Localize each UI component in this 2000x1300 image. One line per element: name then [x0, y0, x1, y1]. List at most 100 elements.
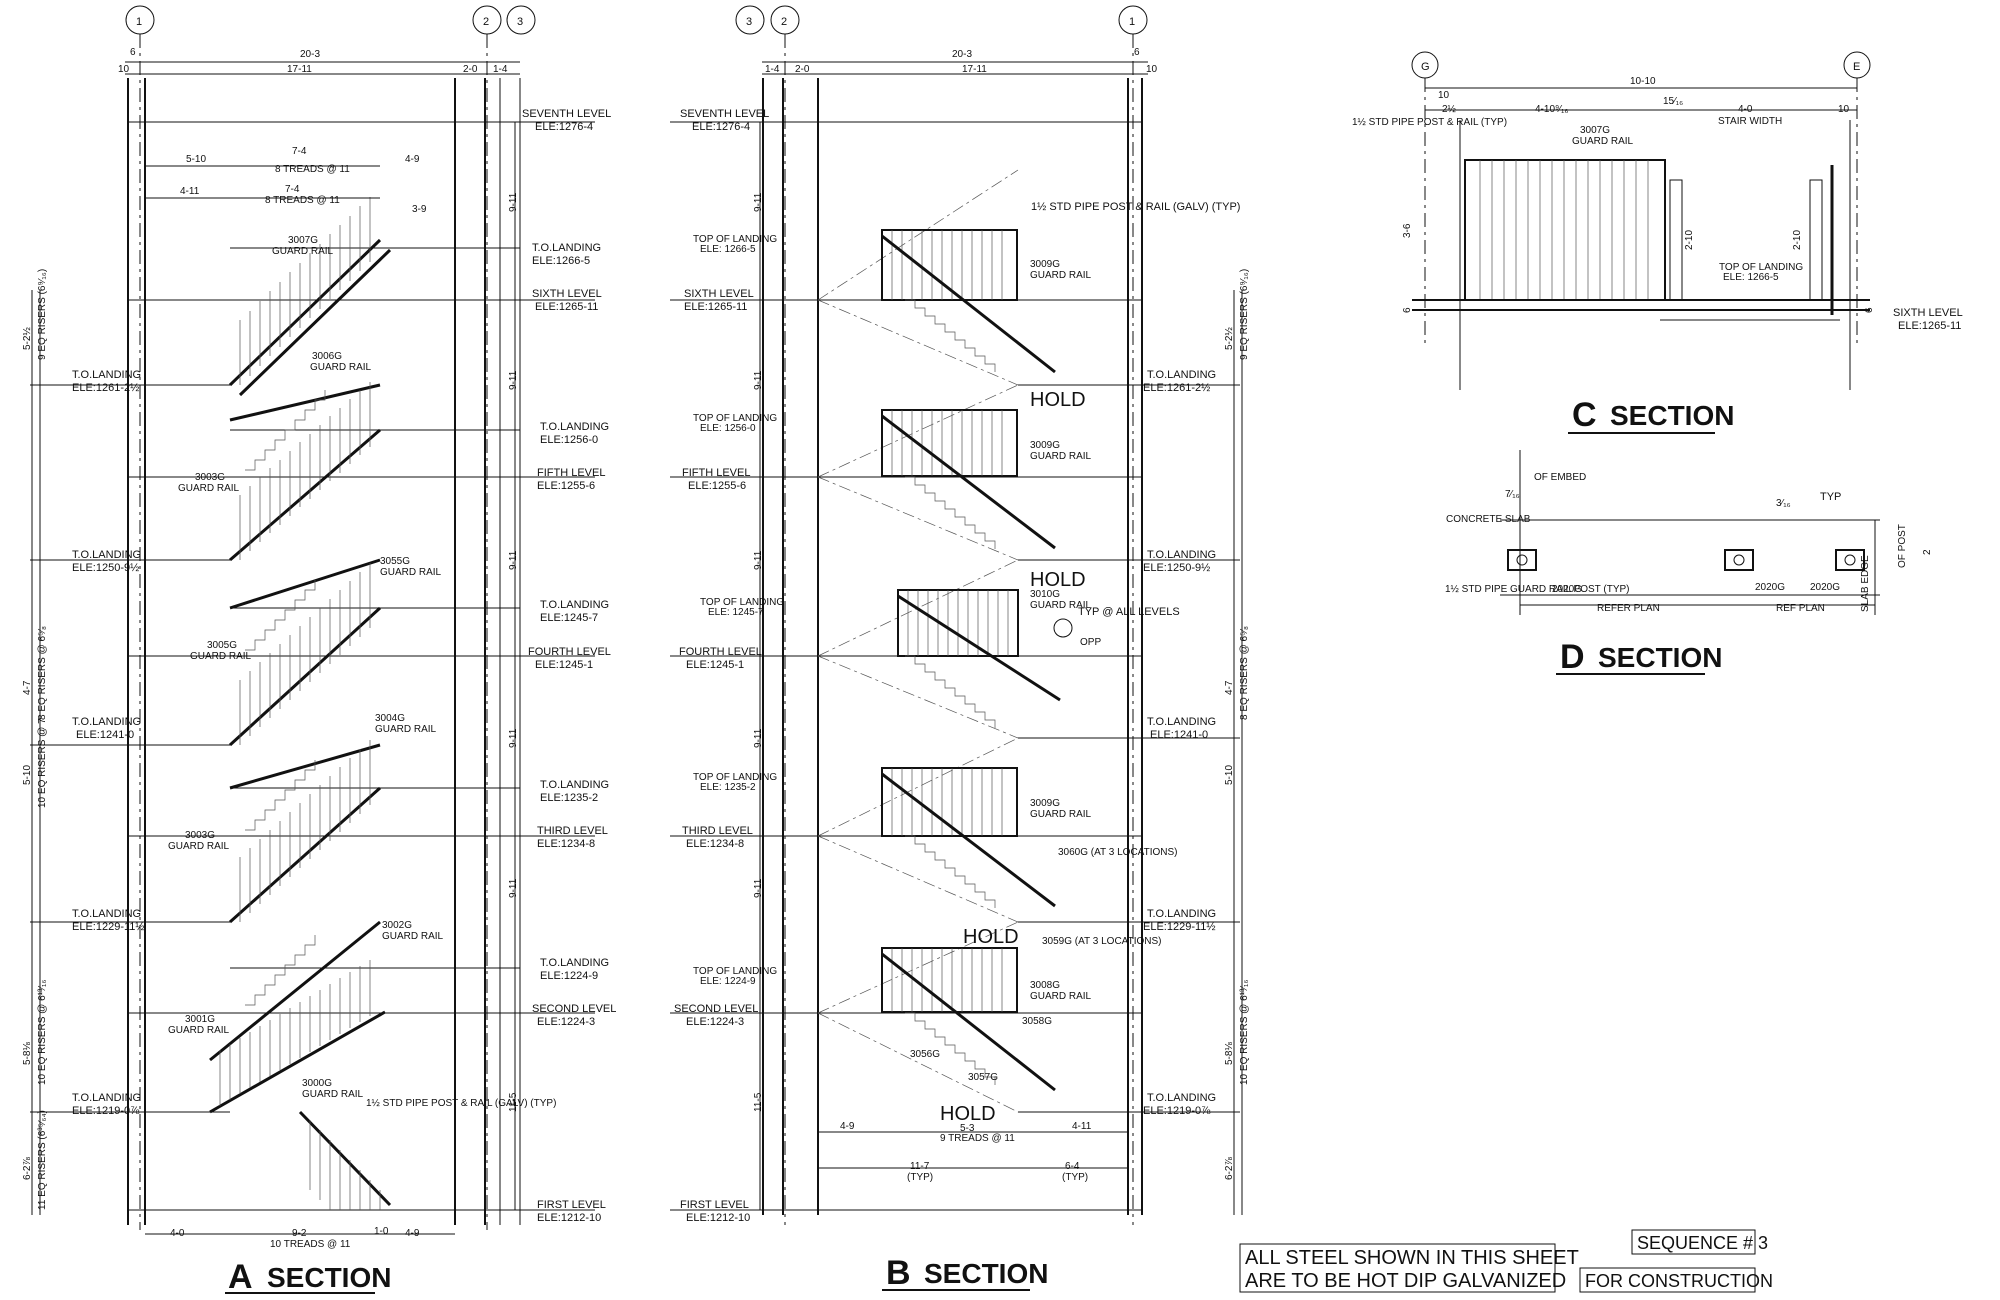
landing-ele: ELE:1261-2½: [1143, 382, 1210, 394]
level-name: SEVENTH LEVEL: [522, 108, 611, 120]
dim: 4-0: [170, 1228, 185, 1239]
rail-tag: 3000G: [302, 1078, 332, 1089]
section-title: SECTION: [924, 1258, 1048, 1289]
rail-tag: 3001G: [185, 1014, 215, 1025]
landing-ele: ELE:1224-9: [540, 970, 598, 982]
dim-vertical: 9-11: [508, 192, 519, 212]
dim-vertical: 11-5: [753, 1092, 764, 1112]
rail-tag: 3006G: [312, 351, 342, 362]
general-note-line: ARE TO BE HOT DIP GALVANIZED: [1245, 1270, 1566, 1292]
dim: 10-10: [1630, 76, 1656, 87]
dim-vertical: 4-7: [1224, 680, 1235, 695]
section-letter: B: [886, 1254, 911, 1292]
dim-vertical: 10 EQ RISERS @ 6¹³⁄₁₆: [37, 980, 48, 1085]
dim: 1-4: [493, 64, 508, 75]
dim-overall: 20-3: [300, 49, 320, 60]
status-label: FOR CONSTRUCTION: [1585, 1271, 1773, 1291]
section-a: 1 2 3 20-3 10 17-11 2-0 1-4 6: [22, 5, 616, 1296]
rail-tag: GUARD RAIL: [382, 931, 444, 942]
pipe-note: 1½ STD PIPE POST & RAIL (GALV) (TYP): [1031, 201, 1240, 213]
top-of-landing: ELE: 1266-5: [1723, 272, 1779, 283]
grid-bubble-label: 2: [483, 16, 489, 28]
sequence-stamp: SEQUENCE # 3: [1631, 1229, 1768, 1255]
level-ele: ELE:1255-6: [537, 480, 595, 492]
top-of-landing: TOP OF LANDING: [693, 772, 777, 783]
landing-name: T.O.LANDING: [72, 369, 141, 381]
dim-vertical: 6: [1402, 307, 1413, 313]
rail-tag: GUARD RAIL: [168, 1025, 230, 1036]
landing-ele: ELE:1245-7: [540, 612, 598, 624]
embed-label: OF EMBED: [1534, 472, 1586, 483]
dim: 10 TREADS @ 11: [270, 1239, 351, 1250]
hold-note: HOLD: [1030, 569, 1086, 591]
rail-tag: 3055G: [380, 556, 410, 567]
grid-bubble-label: 3: [746, 16, 752, 28]
plate-tag: 2020G: [1755, 582, 1785, 593]
level-ele: ELE:1234-8: [686, 838, 744, 850]
embed-plate: [1835, 549, 1865, 571]
dim: 8 TREADS @ 11: [265, 195, 340, 206]
dim-vertical: 9-11: [753, 370, 764, 390]
dim: 4-9: [405, 1228, 420, 1239]
rail-tag: GUARD RAIL: [1030, 991, 1092, 1002]
dim: 3-9: [412, 204, 427, 215]
level-name: FOURTH LEVEL: [679, 646, 762, 658]
level-name: SECOND LEVEL: [674, 1003, 758, 1015]
hold-note: HOLD: [940, 1103, 996, 1125]
landing-ele: ELE:1250-9½: [72, 562, 139, 574]
level-ele: ELE:1276-4: [692, 121, 750, 133]
grid-bubble-label: 1: [136, 16, 142, 28]
rail-tag: 3007G: [288, 235, 318, 246]
top-of-landing: TOP OF LANDING: [700, 597, 784, 608]
level-name: FOURTH LEVEL: [528, 646, 611, 658]
hold-note: HOLD: [963, 926, 1019, 948]
dim: 10: [1146, 64, 1158, 75]
dim-vertical: 5-2½: [1224, 327, 1235, 350]
landing-ele: ELE:1235-2: [540, 792, 598, 804]
level-name: SEVENTH LEVEL: [680, 108, 769, 120]
dim-vertical: 11 EQ RISERS (6³⁵⁄₆₄): [37, 1110, 48, 1210]
dim: 9-2: [292, 1228, 307, 1239]
dim: 1-4: [765, 64, 780, 75]
level-name: THIRD LEVEL: [537, 825, 608, 837]
landing-ele: ELE:1266-5: [532, 255, 590, 267]
landing-ele: ELE:1250-9½: [1143, 562, 1210, 574]
stair-width-label: STAIR WIDTH: [1718, 116, 1782, 127]
section-title: SECTION: [267, 1262, 391, 1293]
typical-note: TYP @ ALL LEVELS: [1078, 606, 1180, 618]
top-of-landing: ELE: 1256-0: [700, 423, 756, 434]
dim-vertical: 8 EQ RISERS @ 6⁵⁄₈: [1239, 626, 1250, 720]
dim-vertical: 6: [1864, 307, 1875, 313]
dim-vertical: 9-11: [753, 192, 764, 212]
dim: 4-9: [840, 1121, 855, 1132]
dim-vertical: 5-8⅛: [1224, 1042, 1235, 1065]
level-name: FIFTH LEVEL: [682, 467, 750, 479]
slab-label: CONCRETE SLAB: [1446, 514, 1531, 525]
landing-ele: ELE:1219-0⅞: [1143, 1105, 1211, 1117]
rail-tag: 3003G: [185, 830, 215, 841]
level-labels-b: SEVENTH LEVEL ELE:1276-4 SIXTH LEVEL ELE…: [674, 108, 784, 1224]
slab-edge-label: SLAB EDGE: [1860, 555, 1871, 612]
dim-vertical: 6-2⅞: [1224, 1157, 1235, 1180]
dim: 4-0: [1738, 104, 1753, 115]
grid-bubble-label: E: [1853, 61, 1860, 73]
dim: 6: [1134, 47, 1140, 58]
level-ele: ELE:1212-10: [686, 1212, 750, 1224]
landing-name: T.O.LANDING: [540, 779, 609, 791]
landing-name: T.O.LANDING: [72, 908, 141, 920]
level-ele: ELE:1265-11: [1898, 320, 1961, 332]
rail-tag: GUARD RAIL: [1030, 600, 1092, 611]
dim: 4-9: [405, 154, 420, 165]
dim: 7-4: [285, 184, 300, 195]
dim: 2-0: [795, 64, 810, 75]
embed-plate: [1724, 549, 1754, 571]
top-of-landing: ELE: 1224-9: [700, 976, 756, 987]
level-ele: ELE:1265-11: [535, 301, 598, 313]
dim: 15⁄₁₆: [1663, 96, 1683, 107]
dim: 6-4: [1065, 1161, 1080, 1172]
rail-tag: 3009G: [1030, 798, 1060, 809]
typ-label: TYP: [1820, 491, 1841, 503]
rail-tag: GUARD RAIL: [380, 567, 442, 578]
top-of-landing: ELE: 1235-2: [700, 782, 756, 793]
